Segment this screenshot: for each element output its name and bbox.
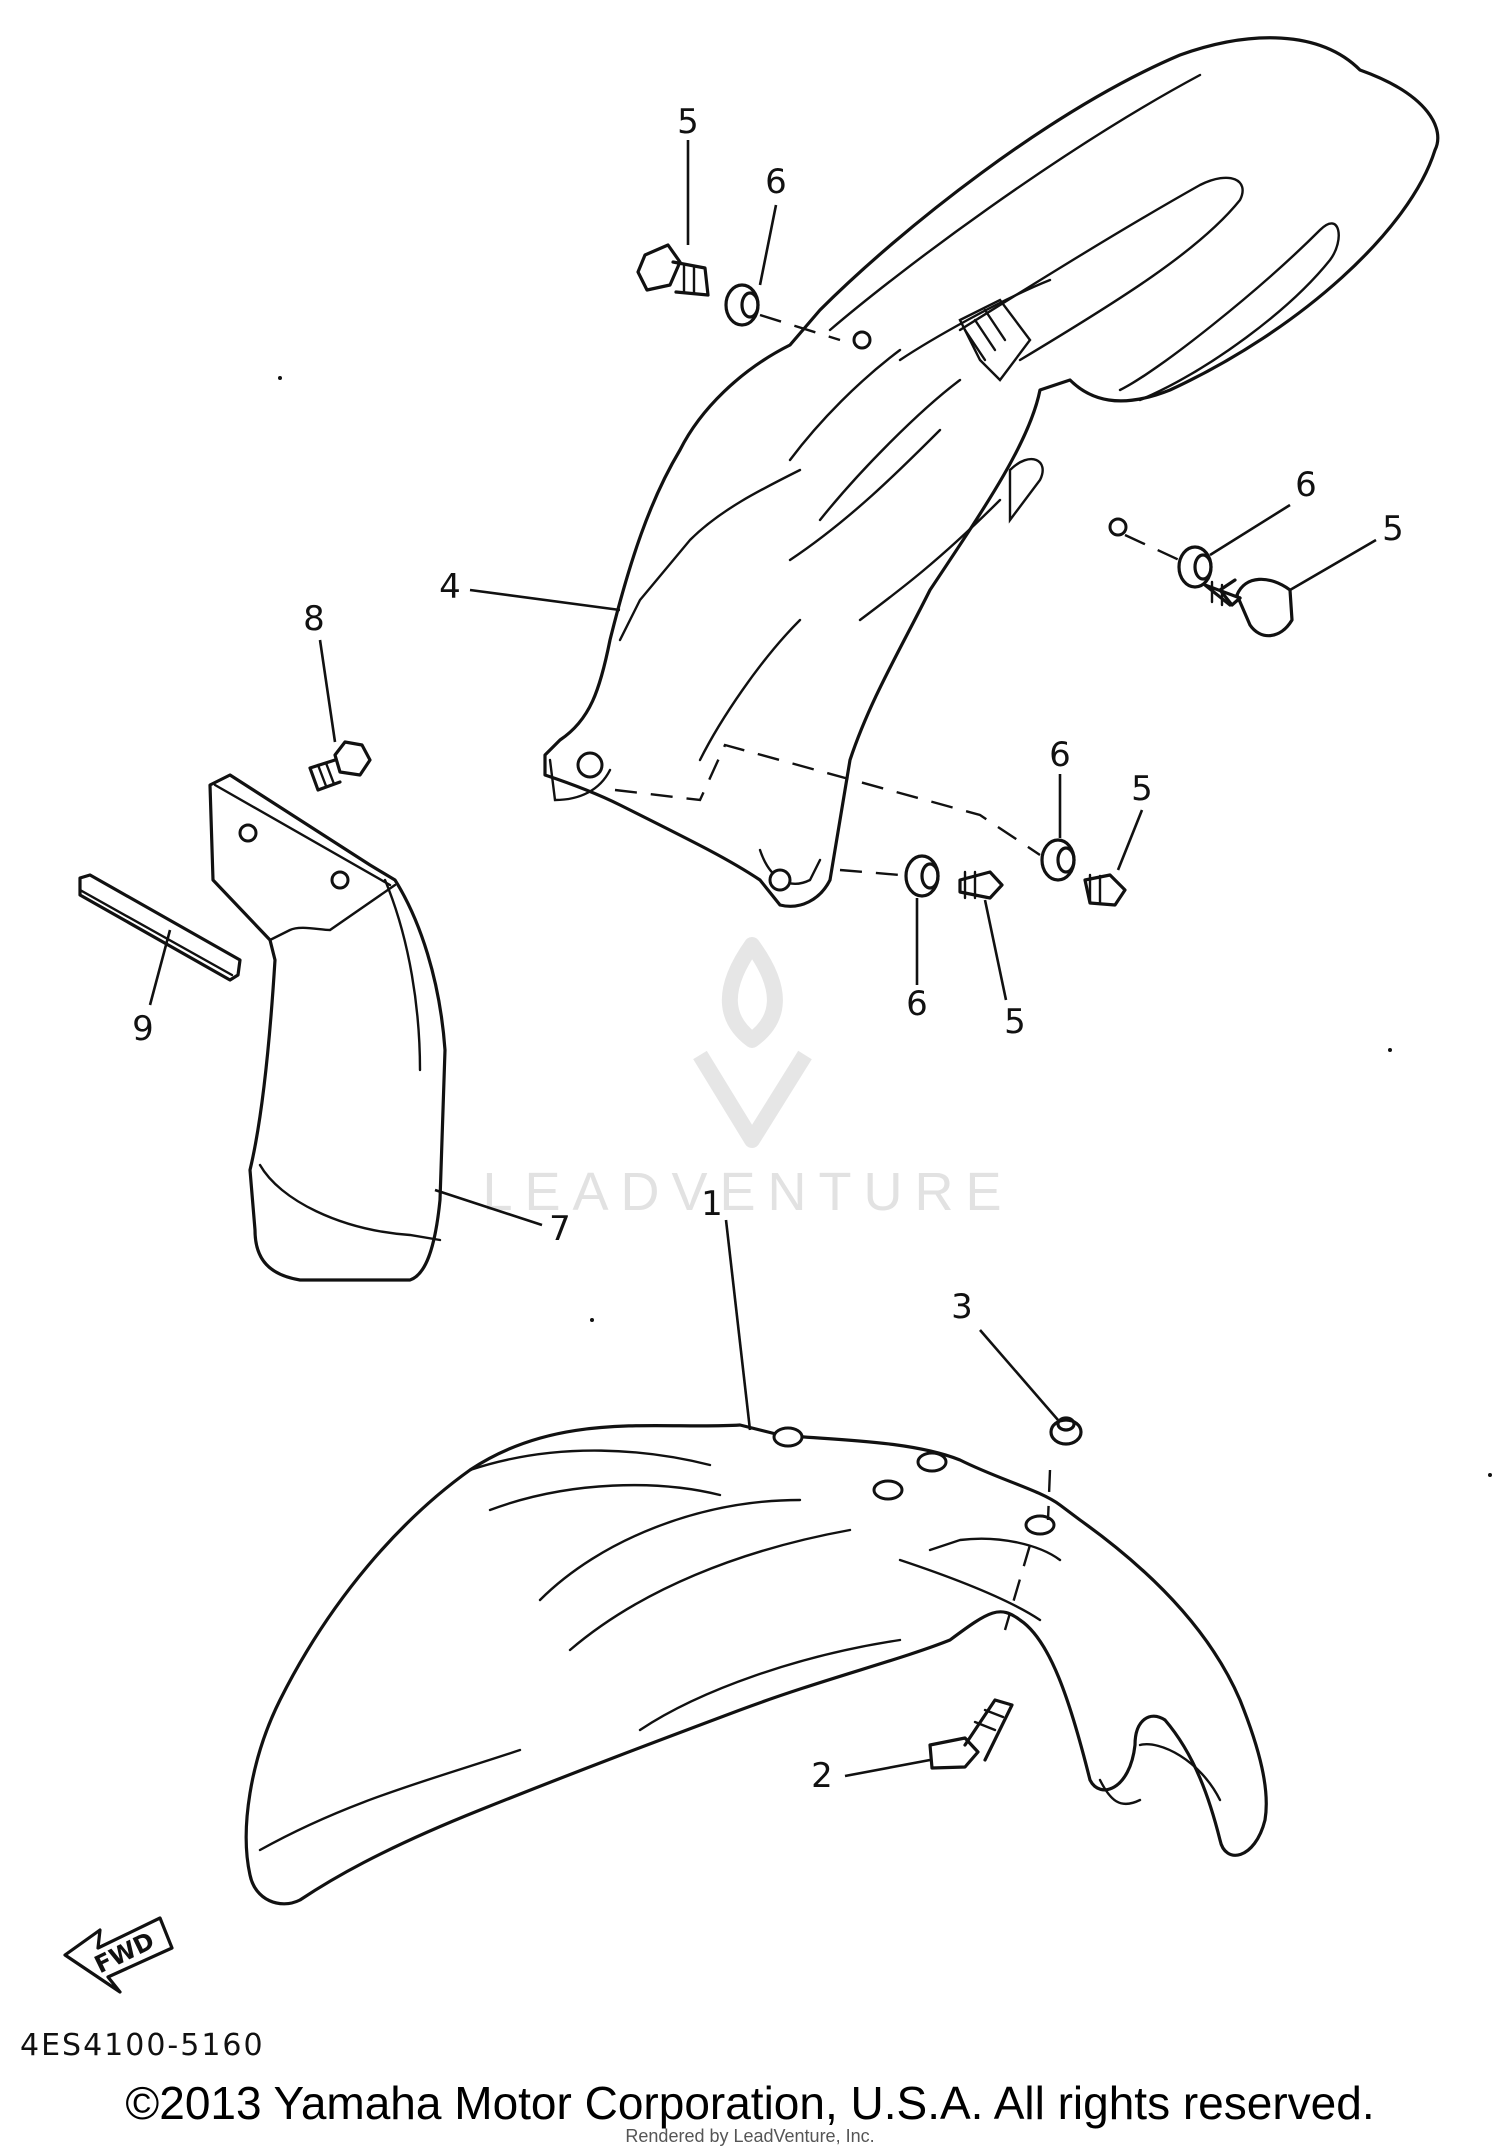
callout-5: 5 — [1004, 1002, 1026, 1042]
callout-3: 3 — [951, 1287, 973, 1327]
mount-hole — [330, 870, 350, 890]
bolt-5-lower-left — [958, 870, 1004, 900]
callout-6: 6 — [1049, 735, 1071, 775]
watermark-text: LEADVENTURE — [482, 1162, 1013, 1222]
part-2-bolt — [928, 1698, 1014, 1770]
mount-hole — [768, 868, 792, 892]
callout-5: 5 — [1131, 769, 1153, 809]
callout-5: 5 — [1382, 509, 1404, 549]
part-3-grommet — [1049, 1416, 1083, 1446]
copyright-notice: ©2013 Yamaha Motor Corporation, U.S.A. A… — [125, 2077, 1375, 2129]
render-note: Rendered by LeadVenture, Inc. — [625, 2126, 875, 2146]
fwd-arrow-icon: FWD — [63, 1916, 174, 1994]
callout-leaders — [148, 140, 1377, 1778]
mount-hole — [238, 823, 258, 843]
callout-8: 8 — [303, 599, 325, 639]
bolt-5-right — [1203, 577, 1294, 638]
collar-6-lower-left — [904, 854, 940, 898]
callouts: 5 6 6 5 4 8 6 5 9 6 5 7 1 3 2 — [132, 102, 1404, 1796]
part-9-strip — [78, 873, 242, 982]
watermark-v-icon — [693, 1050, 812, 1148]
mount-hole — [916, 1451, 948, 1473]
part-1-front-fender — [244, 1423, 1268, 1906]
mount-hole — [872, 1479, 904, 1501]
mount-hole — [1024, 1514, 1056, 1536]
hardware-rear-fender — [636, 243, 1294, 907]
callout-6: 6 — [906, 984, 928, 1024]
part-4-rear-fender — [543, 36, 1440, 908]
collar-6-right — [1177, 545, 1213, 589]
callout-6: 6 — [765, 162, 787, 202]
part-7-mud-flap — [208, 773, 447, 1282]
mount-hole — [576, 751, 604, 779]
callout-5: 5 — [677, 102, 699, 142]
diagram-code: 4ES4100-5160 — [20, 2028, 265, 2063]
callout-9: 9 — [132, 1009, 154, 1049]
bolt-5-top-left — [636, 243, 710, 297]
watermark-flame-icon — [721, 937, 783, 1048]
callout-7: 7 — [549, 1209, 571, 1249]
watermark: LEADVENTURE — [482, 937, 1013, 1222]
mount-hole — [772, 1426, 804, 1448]
bolt-5-lower-right — [1083, 873, 1127, 907]
part-8-bolt — [308, 740, 372, 792]
mount-hole — [852, 330, 872, 350]
mount-hole — [1108, 517, 1128, 537]
callout-6: 6 — [1295, 465, 1317, 505]
collar-6-lower-right — [1040, 838, 1076, 882]
callout-1: 1 — [701, 1184, 723, 1224]
collar-6-top — [724, 283, 760, 327]
callout-4: 4 — [439, 567, 461, 607]
callout-2: 2 — [811, 1756, 833, 1796]
